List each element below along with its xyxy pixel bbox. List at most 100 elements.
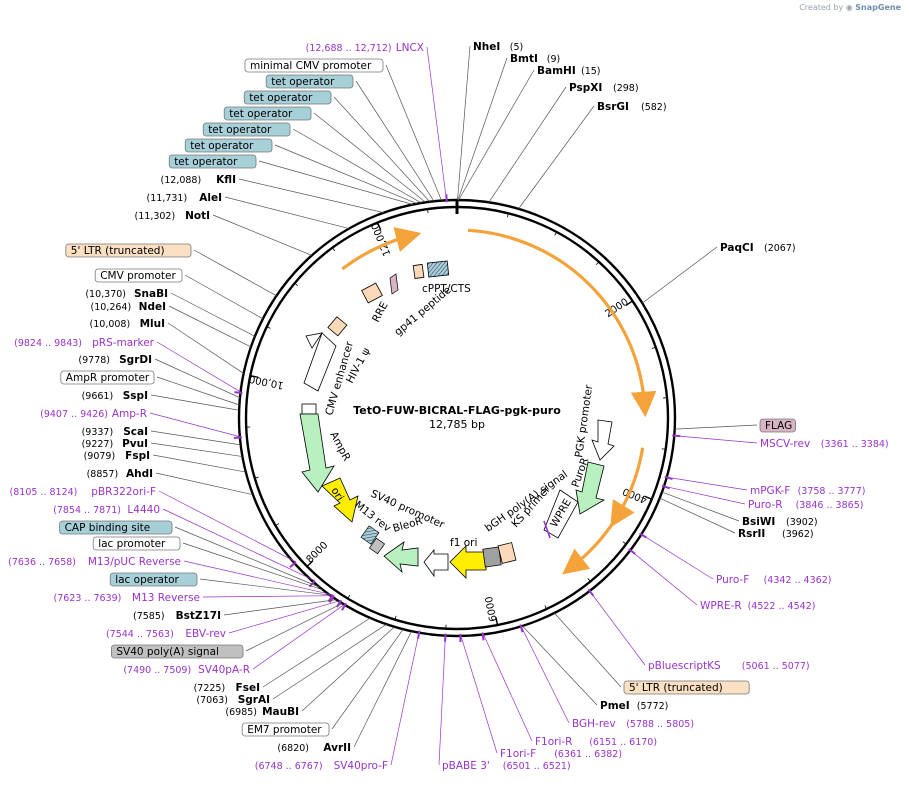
right-label-site[interactable]: PaqCI(2067): [720, 242, 796, 254]
label-name: Puro-F: [716, 574, 749, 586]
left-label-feature[interactable]: lac operator: [109, 572, 198, 587]
left-label-feature[interactable]: 5' LTR (truncated): [65, 243, 192, 258]
feature-label-box: [223, 106, 312, 121]
left-label-primer[interactable]: pRS-marker(9824 .. 9843): [14, 337, 155, 349]
label-name: BamHI: [537, 65, 576, 77]
right-label-feature[interactable]: FLAG: [759, 418, 796, 433]
feature-label-text: FLAG: [765, 420, 792, 432]
left-label-site[interactable]: PvuI(9227): [82, 438, 148, 450]
right-label-primer[interactable]: pBluescriptKS(5061 .. 5077): [648, 660, 810, 672]
label-name: FspI: [125, 450, 150, 462]
left-label-site[interactable]: NotI(11,302): [135, 210, 210, 222]
feature-label-text: tet operator: [190, 140, 254, 152]
right-label-primer[interactable]: pBABE 3'(6501 .. 6521): [442, 760, 571, 772]
label-leader: [672, 435, 758, 444]
left-label-feature[interactable]: tet operator: [265, 74, 354, 89]
label-name: BsiWI: [742, 516, 775, 528]
feature-rre-box: [361, 282, 383, 304]
left-label-site[interactable]: MauBI(6985): [225, 706, 299, 718]
right-label-site[interactable]: PspXI(298): [569, 82, 639, 94]
label-leader: [223, 599, 337, 616]
label-leader: [245, 603, 343, 652]
label-leader: [588, 589, 646, 666]
left-label-primer[interactable]: SV40pA-R(7490 .. 7509): [123, 664, 250, 676]
label-coord: (3758 .. 3777): [798, 486, 866, 497]
right-label-primer[interactable]: MSCV-rev(3361 .. 3384): [760, 438, 889, 450]
feature-arc-bicral: [467, 228, 657, 418]
primer-mark: [639, 532, 647, 539]
right-label-primer[interactable]: BGH-rev(5788 .. 5805): [572, 718, 694, 730]
right-label-primer[interactable]: mPGK-F(3758 .. 3777): [750, 485, 865, 497]
left-label-feature[interactable]: AmpR promoter: [60, 370, 155, 385]
left-label-site[interactable]: ScaI(9337): [82, 426, 148, 438]
left-label-feature[interactable]: minimal CMV promoter: [244, 58, 384, 73]
right-label-site[interactable]: NheI(5): [473, 41, 523, 53]
label-coord: (2067): [764, 243, 796, 254]
label-name: pBR322ori-F: [91, 486, 156, 498]
left-label-feature[interactable]: tet operator: [168, 154, 257, 169]
label-name: EBV-rev: [185, 628, 226, 640]
right-label-primer[interactable]: Puro-R(3846 .. 3865): [748, 499, 863, 511]
left-label-site[interactable]: SnaBI(10,370): [85, 288, 168, 300]
right-label-site[interactable]: BmtI(9): [510, 53, 560, 65]
label-leader: [156, 341, 243, 394]
right-label-site[interactable]: BsrGI(582): [597, 101, 667, 113]
left-label-feature[interactable]: tet operator: [243, 90, 332, 105]
left-label-site[interactable]: MluI(10,008): [90, 318, 165, 330]
label-leader: [292, 128, 422, 204]
left-label-primer[interactable]: EBV-rev(7544 .. 7563): [106, 628, 226, 640]
left-label-primer[interactable]: pBR322ori-F(8105 .. 8124): [10, 486, 156, 498]
left-label-site[interactable]: FseI(7225): [194, 682, 260, 694]
left-label-site[interactable]: SgrDI(9778): [78, 354, 152, 366]
inner-label-f1ori: f1 ori: [450, 537, 477, 549]
left-label-site[interactable]: AhdI(8857): [87, 468, 153, 480]
label-name: SnaBI: [134, 288, 168, 300]
inner-label-ampr: AmpR: [327, 430, 352, 463]
left-label-site[interactable]: FspI(9079): [84, 450, 150, 462]
left-label-feature[interactable]: EM7 promoter: [241, 722, 330, 737]
label-coord: (298): [613, 83, 639, 94]
label-leader: [482, 632, 533, 742]
left-label-site[interactable]: BstZ17I(7585): [133, 610, 221, 622]
ruler-tick: [254, 476, 259, 479]
label-name: SV40pro-F: [334, 760, 388, 772]
feature-hiv-psi-box: [327, 316, 348, 337]
left-label-site[interactable]: KflI(12,088): [161, 174, 236, 186]
left-label-primer[interactable]: LNCX(12,688 .. 12,712): [306, 42, 424, 54]
left-label-feature[interactable]: SV40 poly(A) signal: [111, 644, 244, 659]
right-label-primer[interactable]: F1ori-F(6361 .. 6382): [500, 748, 622, 760]
right-label-site[interactable]: RsrII(3962): [738, 528, 814, 540]
left-label-site[interactable]: AvrII(6820): [277, 742, 351, 754]
left-label-feature[interactable]: tet operator: [202, 122, 291, 137]
label-leader: [262, 617, 371, 688]
label-leader: [238, 178, 384, 214]
left-label-feature[interactable]: tet operator: [184, 138, 273, 153]
right-label-site[interactable]: BsiWI(3902): [742, 516, 818, 528]
left-label-primer[interactable]: L4440(7854 .. 7871): [53, 504, 160, 516]
right-label-site[interactable]: PmeI(5772): [600, 700, 668, 712]
label-coord: (4522 .. 4542): [748, 601, 816, 612]
left-label-primer[interactable]: Amp-R(9407 .. 9426): [40, 408, 147, 420]
left-label-primer[interactable]: M13 Reverse(7623 .. 7639): [54, 592, 200, 604]
feature-lac-hatch: [360, 525, 380, 545]
label-name: AvrII: [323, 742, 351, 754]
left-label-feature[interactable]: tet operator: [223, 106, 312, 121]
left-label-site[interactable]: SspI(9661): [82, 390, 148, 402]
left-label-feature[interactable]: CMV promoter: [94, 268, 183, 283]
left-label-site[interactable]: SgrAI(7063): [196, 694, 270, 706]
left-label-primer[interactable]: SV40pro-F(6748 .. 6767): [255, 760, 388, 772]
left-label-primer[interactable]: M13/pUC Reverse(7636 .. 7658): [8, 556, 181, 568]
right-label-primer[interactable]: Puro-F(4342 .. 4362): [716, 574, 831, 586]
left-label-feature[interactable]: lac promoter: [92, 536, 181, 551]
right-label-site[interactable]: BamHI(15): [537, 65, 601, 77]
right-label-primer[interactable]: F1ori-R(6151 .. 6170): [535, 736, 657, 748]
left-label-feature[interactable]: CAP binding site: [59, 520, 173, 535]
right-label-feature[interactable]: 5' LTR (truncated): [623, 680, 750, 695]
right-label-primer[interactable]: WPRE-R(4522 .. 4542): [700, 600, 815, 612]
label-coord: (8857): [87, 469, 119, 480]
left-label-site[interactable]: AleI(11,731): [147, 192, 222, 204]
label-coord: (12,688 .. 12,712): [306, 43, 392, 54]
label-leader: [162, 508, 316, 581]
left-label-site[interactable]: NdeI(10,264): [91, 301, 166, 313]
